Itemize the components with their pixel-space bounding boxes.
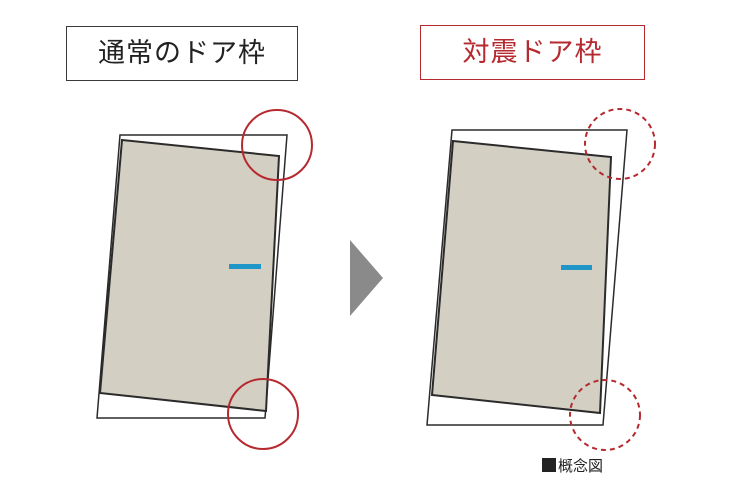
seismic-door-handle xyxy=(561,265,592,270)
arrow-right-icon xyxy=(350,240,383,316)
normal-door-group xyxy=(96,109,313,450)
concept-diagram-caption: 概念図 xyxy=(542,454,603,476)
normal-door-frame-label-text: 通常のドア枠 xyxy=(98,38,266,69)
normal-door-handle xyxy=(229,264,261,269)
seismic-door-frame-label-text: 対震ドア枠 xyxy=(462,37,603,68)
seismic-door-group xyxy=(426,108,656,451)
normal-door-frame-label: 通常のドア枠 xyxy=(66,26,298,81)
seismic-door-frame-label: 対震ドア枠 xyxy=(420,25,645,80)
seismic-frame-outline xyxy=(426,129,628,426)
normal-top-contact-circle xyxy=(241,109,313,181)
seismic-door-panel xyxy=(430,139,613,415)
normal-door-panel xyxy=(98,138,281,413)
normal-bottom-contact-circle xyxy=(227,378,299,450)
normal-frame-outline xyxy=(96,134,288,419)
concept-diagram-caption-text: 概念図 xyxy=(558,456,604,475)
black-square-icon xyxy=(542,458,556,472)
seismic-bottom-clearance-circle xyxy=(569,379,641,451)
seismic-top-clearance-circle xyxy=(584,108,656,180)
